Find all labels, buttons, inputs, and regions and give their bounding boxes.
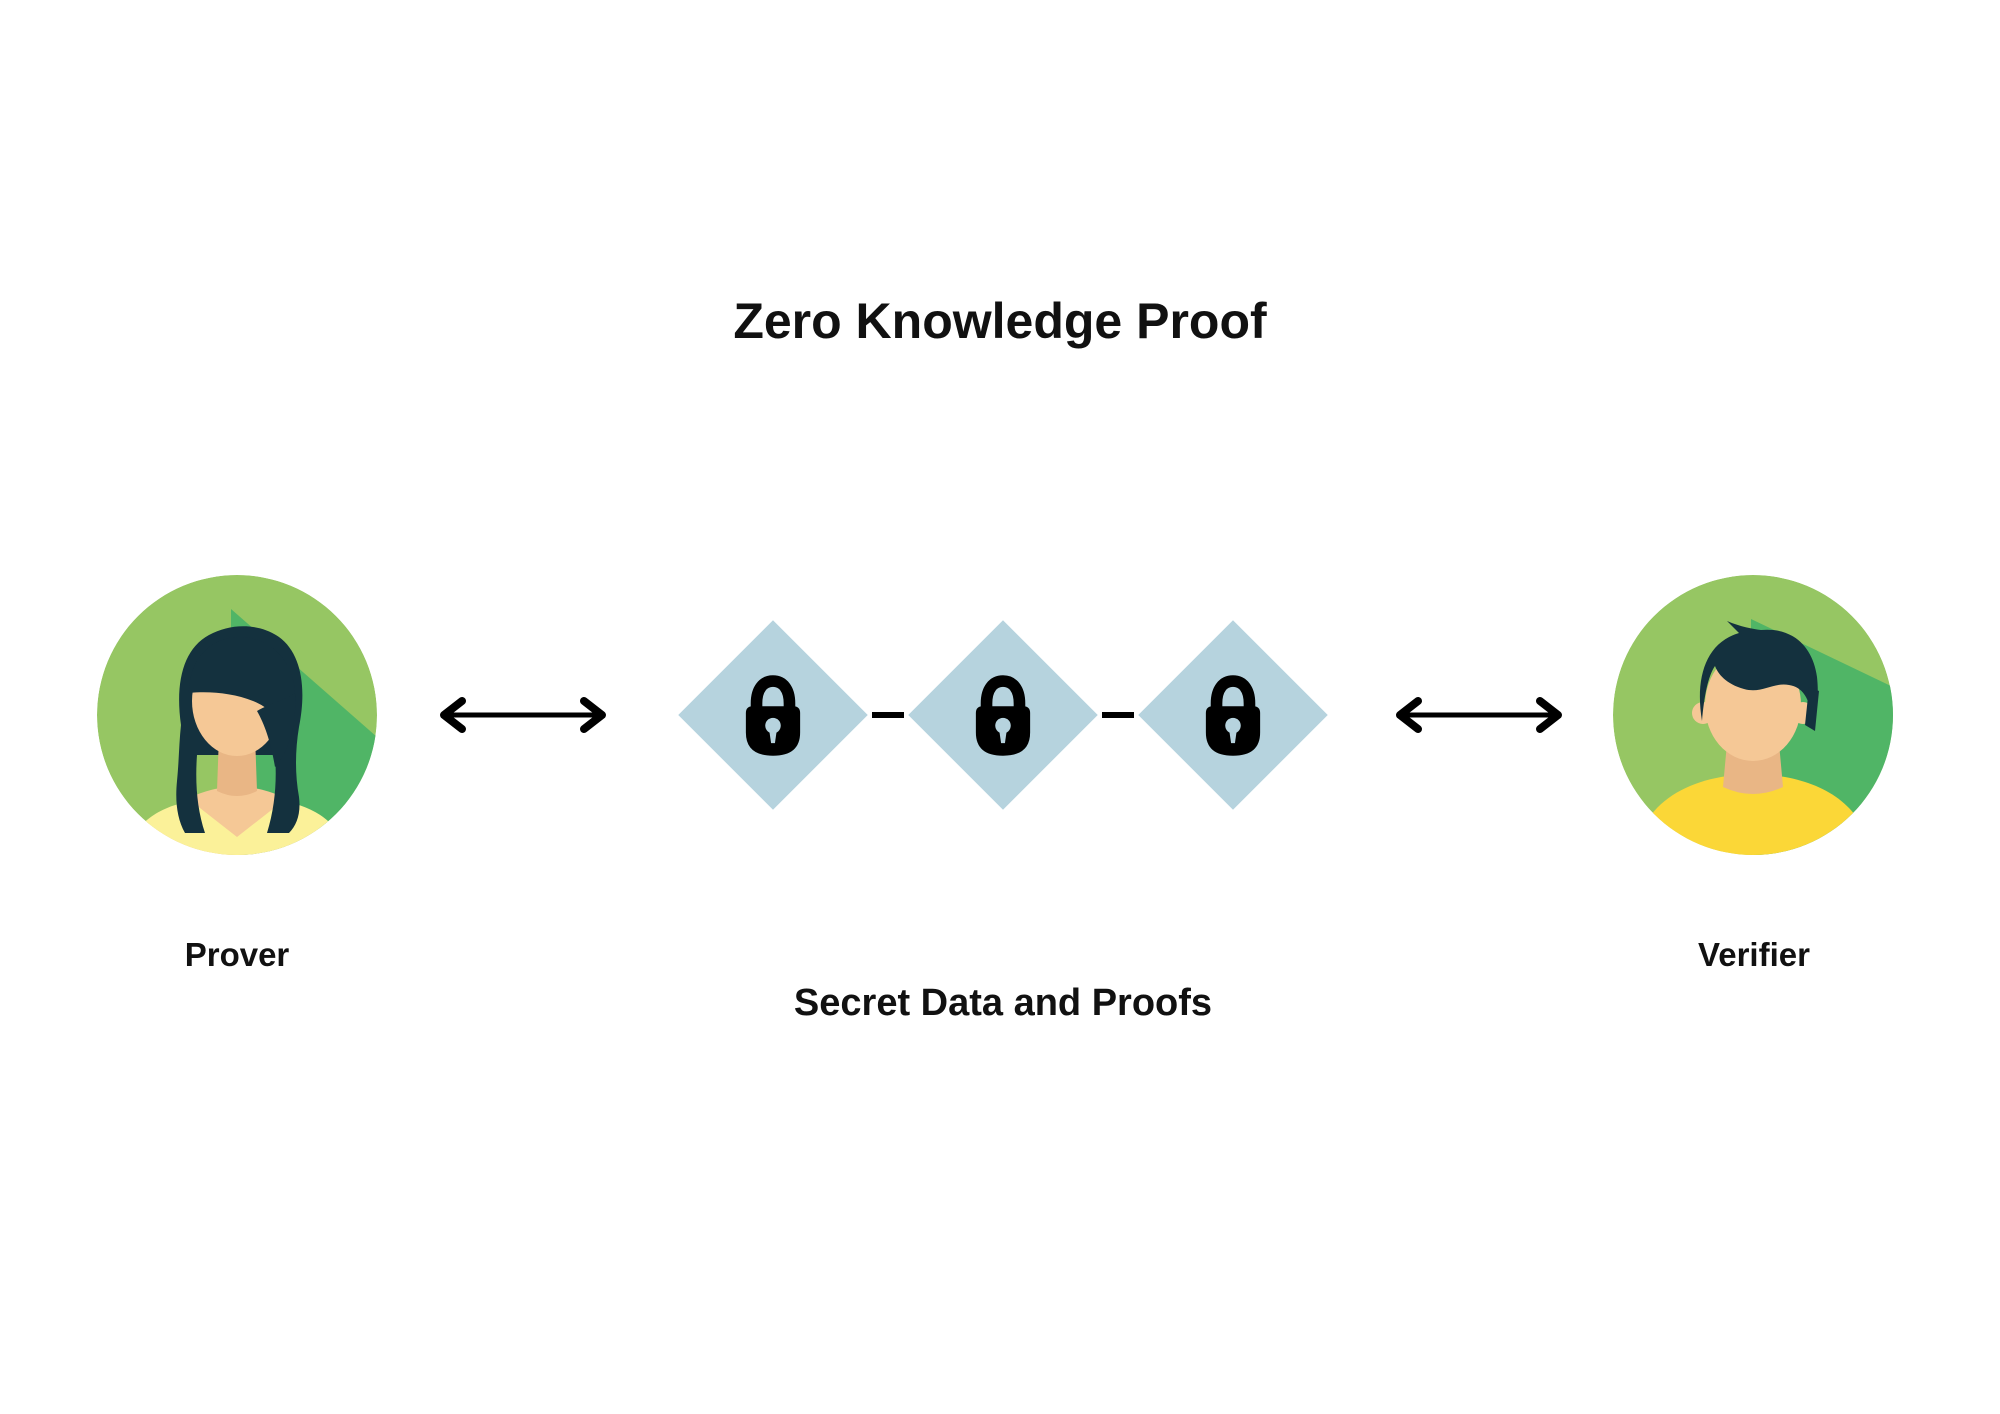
prover-channel-double-arrow-icon [434, 695, 612, 735]
secret-data-caption: Secret Data and Proofs [793, 982, 1213, 1024]
woman-avatar-icon [97, 575, 377, 855]
proof-diamond-3 [1138, 620, 1328, 810]
chain-link-line [1102, 712, 1134, 718]
proof-diamond-1 [678, 620, 868, 810]
prover-avatar [97, 575, 377, 855]
verifier-channel-double-arrow-icon [1390, 695, 1568, 735]
lock-icon [706, 648, 840, 782]
prover-label: Prover [184, 936, 290, 973]
verifier-avatar [1613, 575, 1893, 855]
verifier-label: Verifier [1698, 936, 1810, 973]
page-title: Zero Knowledge Proof [733, 293, 1267, 349]
man-avatar-icon [1613, 575, 1893, 855]
chain-link-line [872, 712, 904, 718]
proof-diamond-2 [908, 620, 1098, 810]
lock-icon [936, 648, 1070, 782]
lock-icon [1166, 648, 1300, 782]
